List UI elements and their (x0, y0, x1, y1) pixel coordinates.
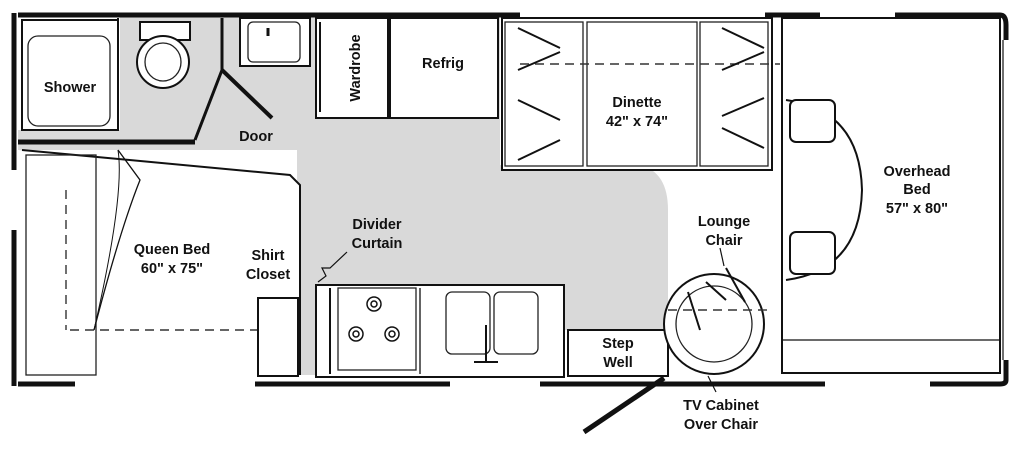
shower (21, 19, 119, 131)
stove-icon (348, 296, 400, 342)
window-top-cab (820, 11, 895, 19)
dinette-label: Dinette (612, 95, 661, 111)
shirt-closet-label-2: Closet (246, 267, 290, 283)
lounge-chair-label-2: Chair (705, 233, 742, 249)
door-label: Door (239, 129, 273, 145)
window-front (1001, 40, 1010, 360)
shower-label: Shower (44, 80, 97, 96)
step-well (567, 329, 669, 377)
shirt-closet (257, 297, 299, 377)
step-well-label: Step (602, 336, 634, 352)
lounge-chair (663, 267, 770, 376)
window-left (10, 170, 19, 230)
overhead-bed-label-2: Bed (903, 182, 930, 198)
dinette (501, 17, 773, 171)
overhead-bed (781, 17, 1001, 374)
wardrobe-label: Wardrobe (348, 34, 364, 101)
step-well-label-2: Well (603, 355, 633, 371)
tv-cabinet-label-2: Over Chair (684, 417, 758, 433)
queen-bed (22, 150, 297, 375)
bath-sink (239, 17, 311, 67)
divider-curtain-label: Divider (352, 217, 402, 233)
queen-bed-label: Queen Bed (134, 242, 211, 258)
window-bottom-galley (450, 380, 540, 388)
tv-cabinet-label: TV Cabinet (683, 398, 759, 414)
door-icon (220, 68, 274, 120)
floor-area (18, 16, 668, 375)
dinette-seat-marks (517, 27, 765, 161)
galley-counter (315, 284, 565, 378)
toilet-icon (139, 21, 191, 41)
wardrobe (315, 17, 389, 119)
dinette-size-label: 42" x 74" (606, 114, 668, 130)
divider-curtain-label-2: Curtain (352, 236, 403, 252)
window-bottom-cab (825, 380, 930, 388)
window-top-dinette (520, 11, 765, 19)
galley-sink-icon (445, 291, 539, 363)
shirt-closet-label: Shirt (251, 248, 284, 264)
lounge-chair-label: Lounge (698, 214, 750, 230)
window-bottom-bed (75, 380, 255, 388)
overhead-bed-size-label: 57" x 80" (886, 201, 948, 217)
queen-bed-size-label: 60" x 75" (141, 261, 203, 277)
overhead-bed-label: Overhead (884, 164, 951, 180)
refrigerator (389, 17, 499, 119)
refrig-label: Refrig (422, 56, 464, 72)
entry-door-icon (582, 375, 666, 435)
